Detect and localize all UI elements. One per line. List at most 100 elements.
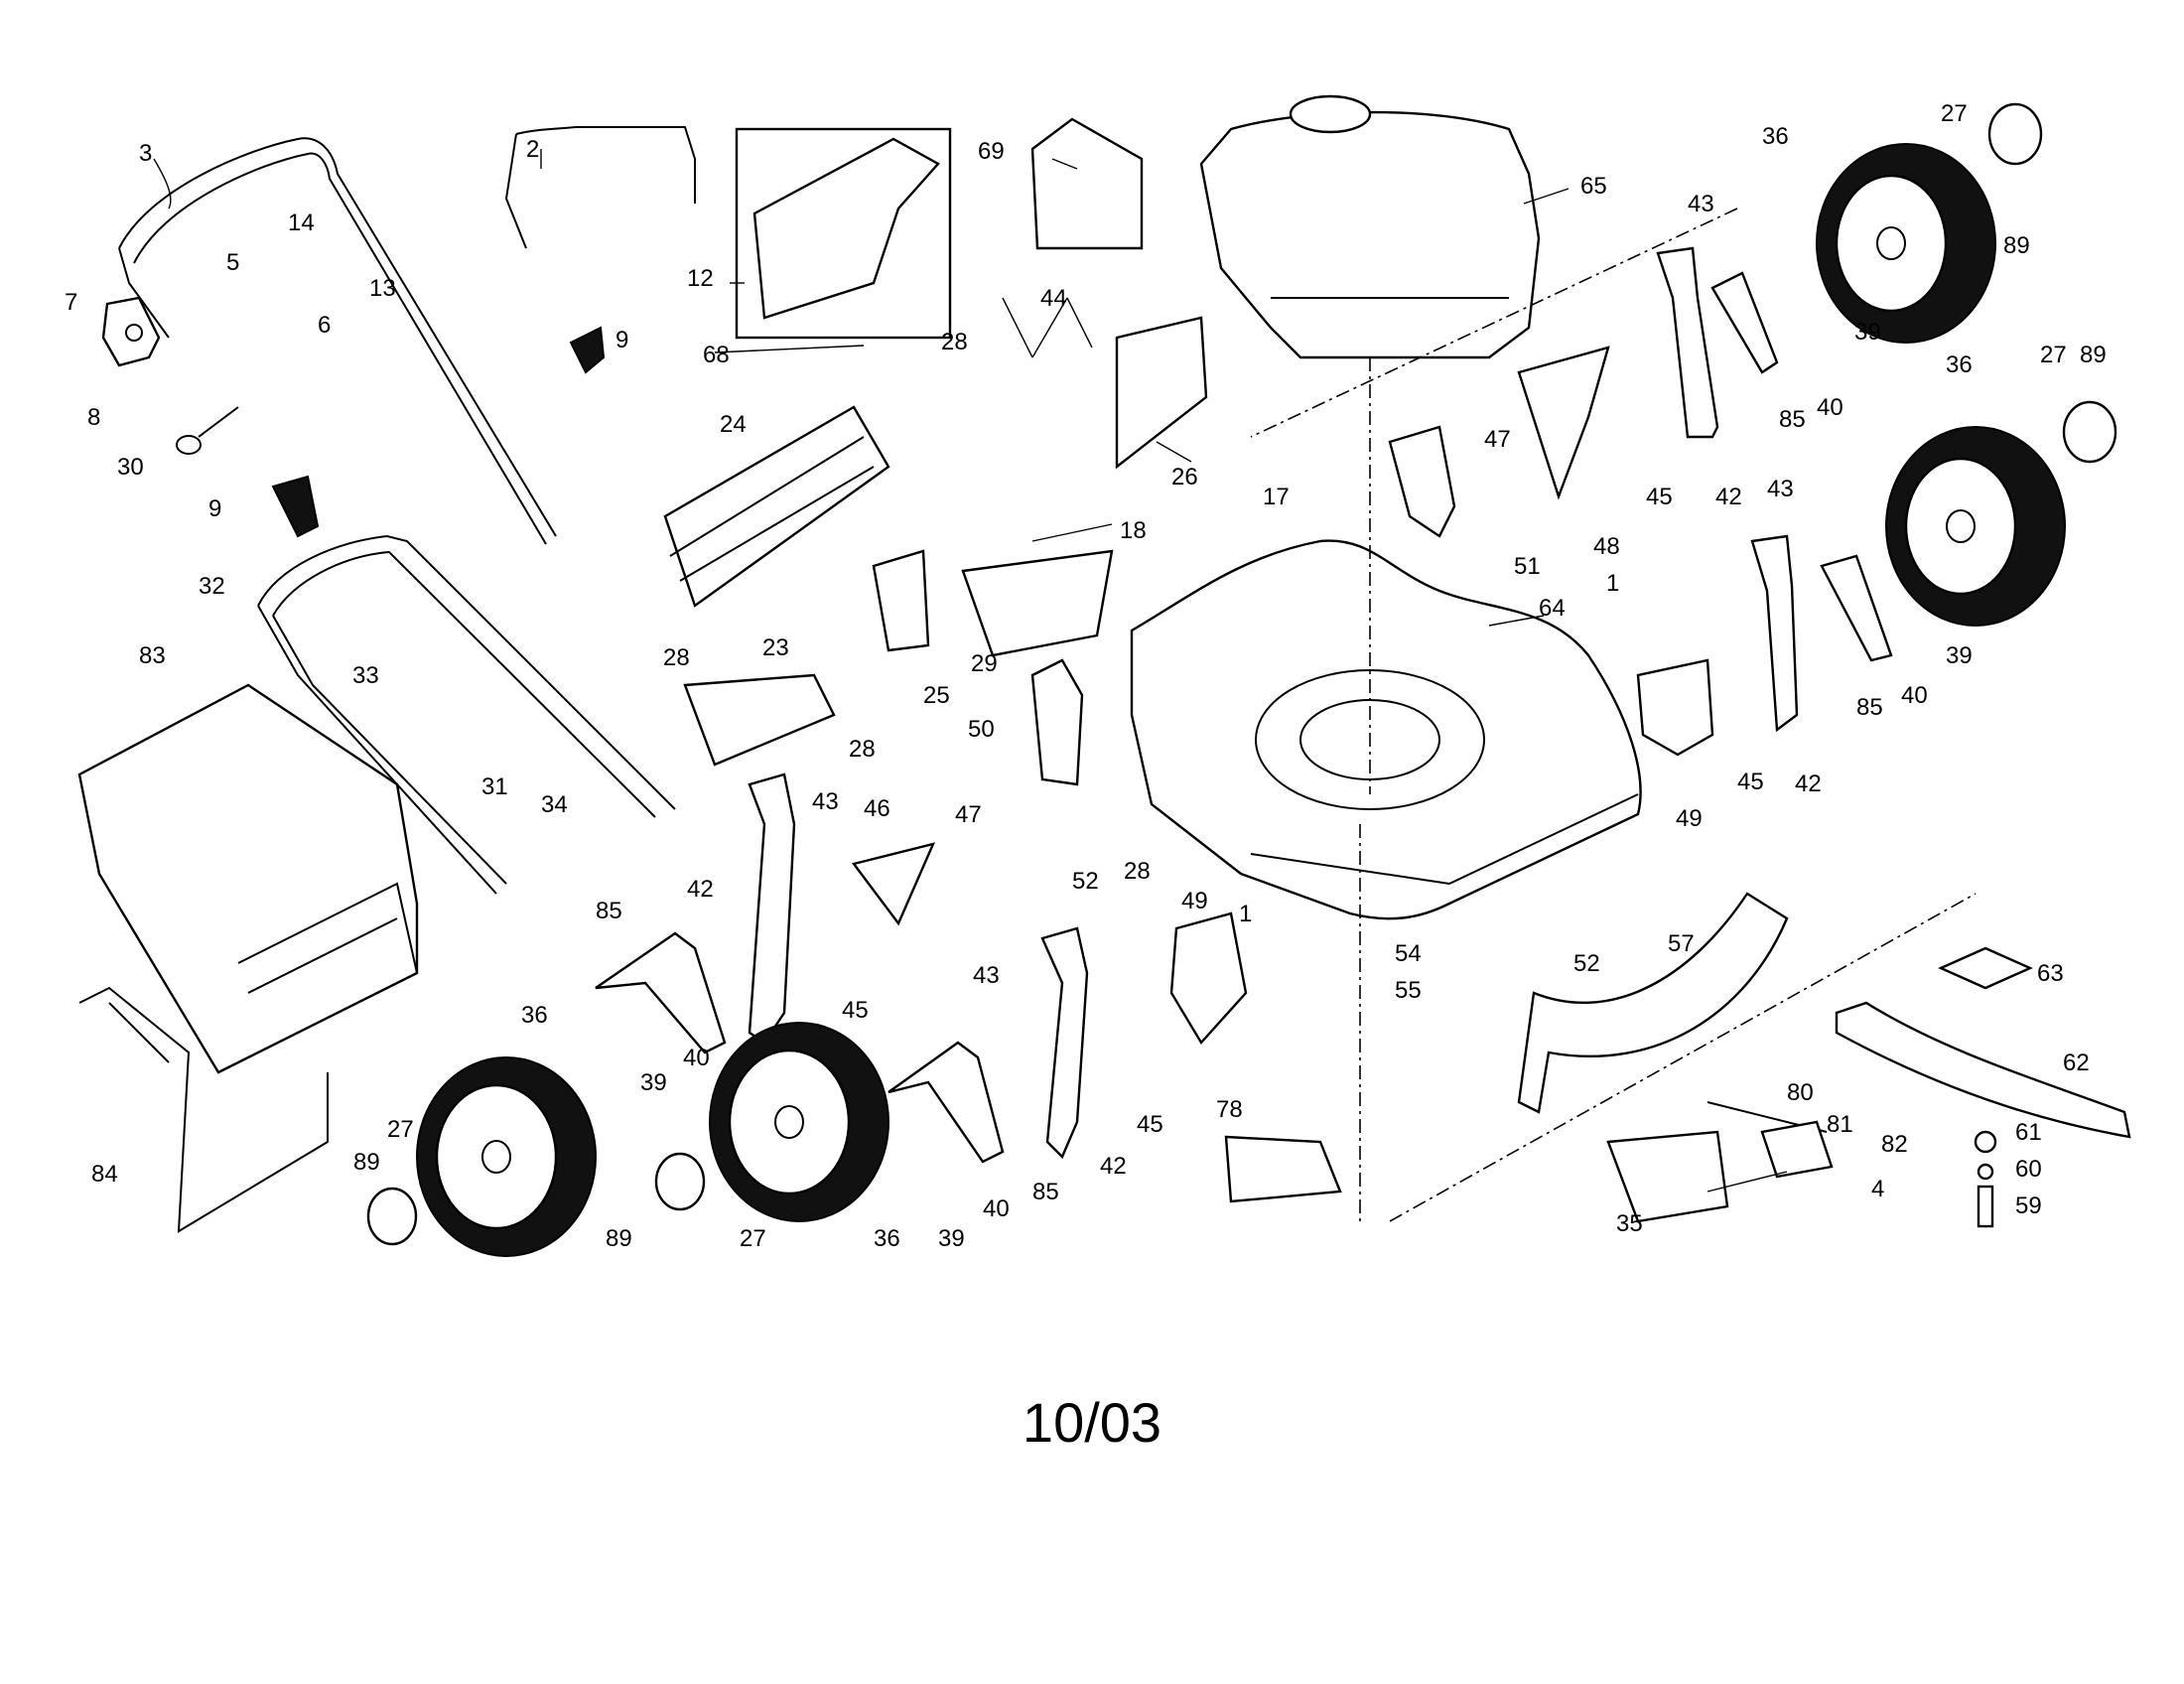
adjuster-plate-50 <box>1030 658 1084 786</box>
callout-65: 65 <box>1580 173 1607 200</box>
callout-40-c: 40 <box>1817 394 1843 421</box>
callout-57: 57 <box>1668 930 1695 957</box>
callout-8: 8 <box>87 404 100 431</box>
callout-40-a: 40 <box>683 1045 710 1071</box>
callout-44: 44 <box>1040 285 1067 312</box>
callout-42-b: 42 <box>1100 1153 1127 1180</box>
control-cable <box>504 126 696 249</box>
mulch-plug-78 <box>1224 1135 1342 1203</box>
mower-deck <box>1130 539 1642 920</box>
callout-89-d: 89 <box>2080 342 2107 368</box>
callout-35: 35 <box>1616 1210 1643 1237</box>
callout-51: 51 <box>1514 553 1541 580</box>
callout-7: 7 <box>65 289 77 316</box>
callout-49-b: 49 <box>1676 805 1703 832</box>
callout-42-a: 42 <box>687 876 714 903</box>
hubcap-89-rl <box>654 1152 706 1211</box>
callout-36-a: 36 <box>521 1002 548 1029</box>
callout-60: 60 <box>2015 1156 2042 1183</box>
callout-39-b: 39 <box>938 1225 965 1252</box>
callout-14: 14 <box>288 210 315 236</box>
date-code: 10/03 <box>1022 1391 1162 1454</box>
callout-36-b: 36 <box>874 1225 900 1252</box>
hubcap-89-fr <box>1987 102 2043 166</box>
callout-36-d: 36 <box>1946 351 1973 378</box>
callout-85-a: 85 <box>596 898 622 924</box>
callout-59: 59 <box>2015 1193 2042 1219</box>
callout-18: 18 <box>1120 517 1147 544</box>
callout-69: 69 <box>978 138 1005 165</box>
wheel-front-right <box>1816 143 1996 344</box>
callout-25: 25 <box>923 682 950 709</box>
mulch-plate-35 <box>1606 1130 1729 1223</box>
callout-28-a: 28 <box>941 329 968 355</box>
callout-42-d: 42 <box>1795 771 1822 797</box>
callout-40-d: 40 <box>1901 682 1928 709</box>
callout-89-a: 89 <box>353 1149 380 1176</box>
washer-61 <box>1974 1130 1997 1154</box>
eyebolt-30 <box>176 406 239 455</box>
wheel-rear-right <box>1885 426 2066 627</box>
callout-23: 23 <box>762 634 789 661</box>
hinge-bracket <box>1115 316 1208 470</box>
callout-85-d: 85 <box>1856 694 1883 721</box>
callout-48: 48 <box>1593 533 1620 560</box>
callout-27-c: 27 <box>1941 100 1968 127</box>
callout-28-c: 28 <box>849 736 876 763</box>
callout-49-a: 49 <box>1181 888 1208 914</box>
callout-45-b: 45 <box>1137 1111 1163 1138</box>
callouts: 2 3 5 6 7 8 9 9 12 13 14 30 32 33 31 34 … <box>65 100 2107 1252</box>
blade-adapter-63 <box>1938 946 2033 990</box>
axle-bracket-85-a <box>595 931 727 1054</box>
callout-17: 17 <box>1263 484 1290 510</box>
callout-27-a: 27 <box>387 1116 414 1143</box>
axle-bracket-85-b <box>887 1041 1005 1164</box>
callout-27-b: 27 <box>740 1225 766 1252</box>
callout-52-b: 52 <box>1573 950 1600 977</box>
callout-1-a: 1 <box>1606 570 1619 597</box>
hubcap-89-rr <box>2062 400 2117 464</box>
callout-55: 55 <box>1395 977 1422 1004</box>
callout-82: 82 <box>1881 1131 1908 1158</box>
adjuster-plate-49-right <box>1636 658 1714 757</box>
callout-36-c: 36 <box>1762 123 1789 150</box>
adjuster-plate-49 <box>1169 912 1248 1046</box>
knob-9-upper <box>569 326 606 374</box>
adjuster-plate-46 <box>851 842 936 926</box>
callout-5: 5 <box>226 249 239 276</box>
callout-30: 30 <box>117 454 144 481</box>
adjuster-lever-rear-right <box>1750 534 1799 733</box>
bracket-23 <box>683 673 836 767</box>
callout-1-b: 1 <box>1239 901 1252 927</box>
callout-29: 29 <box>971 650 998 677</box>
callout-47-b: 47 <box>955 801 982 828</box>
rear-door <box>663 405 890 608</box>
bolt-59 <box>1977 1185 1994 1228</box>
callout-27-d: 27 <box>2040 342 2067 368</box>
adjuster-plate-51 <box>1388 425 1456 538</box>
wheel-front-left <box>416 1056 597 1257</box>
adjuster-plate-48 <box>1517 346 1610 500</box>
grass-catcher-bag <box>77 683 419 1074</box>
callout-89-b: 89 <box>606 1225 632 1252</box>
axle-bracket-85-c <box>1710 271 1779 374</box>
baffle-57 <box>1517 892 1789 1114</box>
hinge-82 <box>1760 1120 1834 1179</box>
adjuster-lever-rear-left <box>1040 926 1089 1160</box>
callout-45-d: 45 <box>1737 769 1764 795</box>
door-bracket <box>872 549 930 652</box>
callout-43-d: 43 <box>1767 476 1794 502</box>
callout-61: 61 <box>2015 1119 2042 1146</box>
engine <box>1199 94 1541 359</box>
callout-42-c: 42 <box>1715 484 1742 510</box>
callout-24: 24 <box>720 411 747 438</box>
callout-45-c: 45 <box>1646 484 1673 510</box>
callout-43-a: 43 <box>812 788 839 815</box>
callout-4: 4 <box>1871 1176 1884 1202</box>
callout-54: 54 <box>1395 940 1422 967</box>
wheel-rear-left <box>709 1022 889 1222</box>
callout-68: 68 <box>703 342 730 368</box>
callout-39-c: 39 <box>1854 319 1881 346</box>
catcher-frame <box>78 986 329 1233</box>
